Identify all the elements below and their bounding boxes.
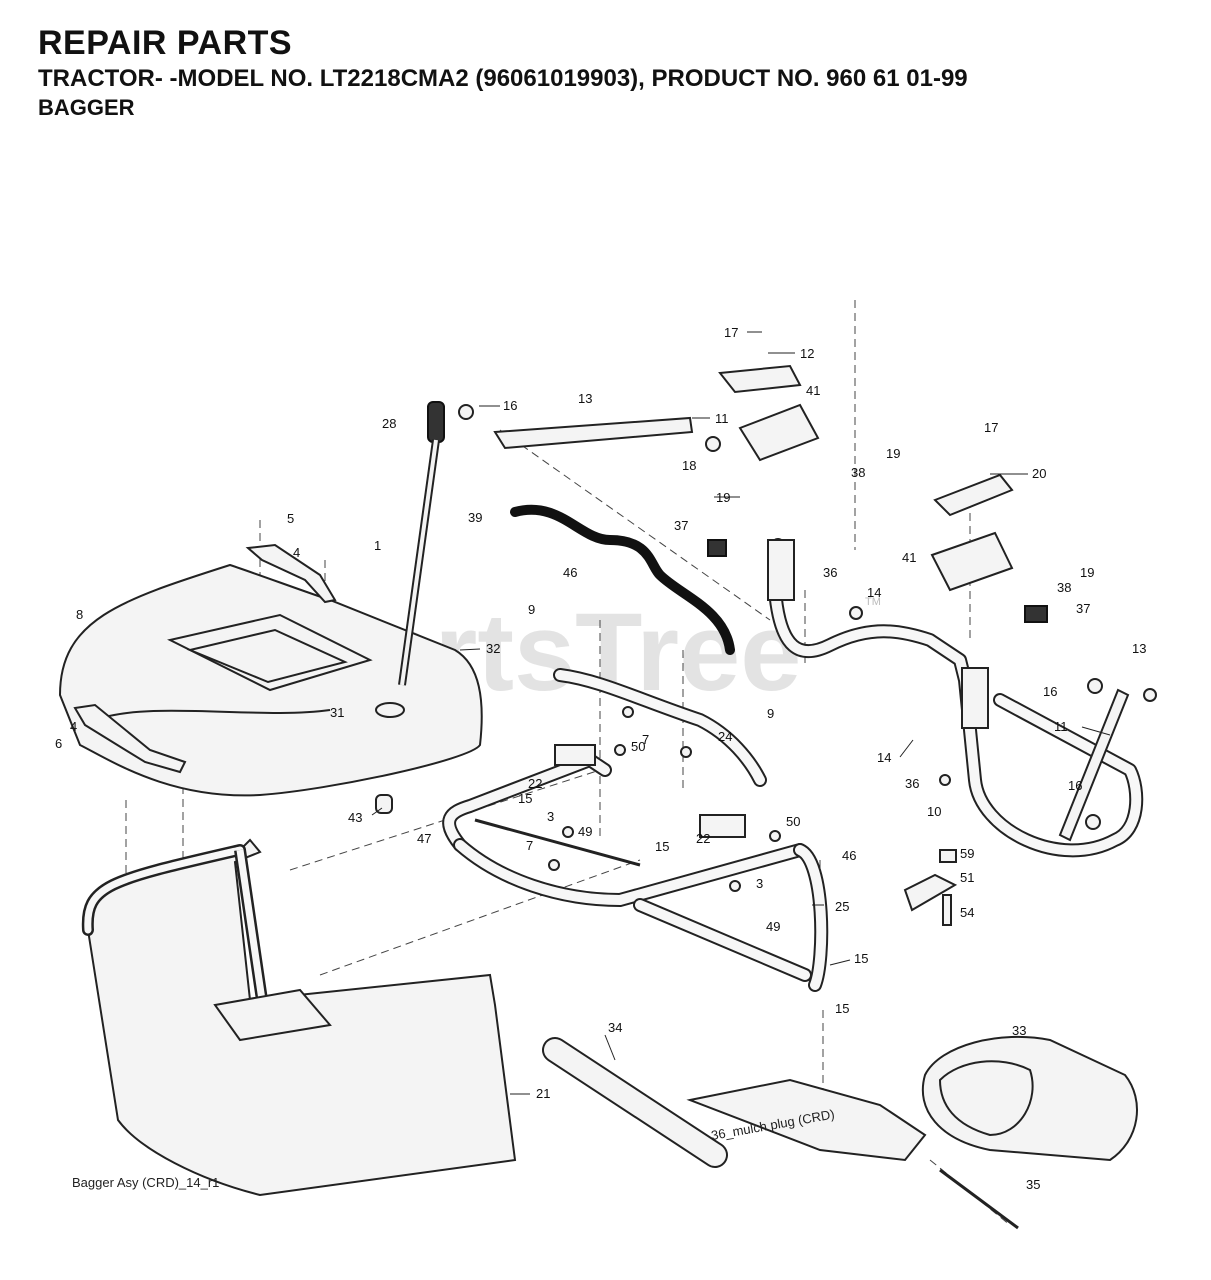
callout-label: 15 (854, 951, 868, 966)
callout-label: 15 (655, 839, 669, 854)
part-22-bracket (554, 744, 596, 766)
callout-label: 51 (960, 870, 974, 885)
part-37-bumper-a (707, 539, 727, 557)
callout-label: 19 (716, 490, 730, 505)
callout-label: 1 (374, 538, 381, 553)
callout-label: 12 (800, 346, 814, 361)
part-37-bumper-b (1024, 605, 1048, 623)
part-33-chute (921, 1035, 1138, 1162)
callout-label: 15 (518, 791, 532, 806)
callout-label: 33 (1012, 1023, 1026, 1038)
section-label: BAGGER (38, 95, 135, 120)
part-1-bag-lid (58, 563, 483, 797)
callout-label: 9 (767, 706, 774, 721)
callout-label: 18 (682, 458, 696, 473)
callout-label: 32 (486, 641, 500, 656)
callout-label: 36 (823, 565, 837, 580)
callout-label: 22 (696, 831, 710, 846)
callout-label: 13 (1132, 641, 1146, 656)
callout-label: 46 (842, 848, 856, 863)
part-39-bent-rod (510, 504, 735, 655)
callout-label: 10 (927, 804, 941, 819)
callout-label: 9 (528, 602, 535, 617)
callout-label: 5 (287, 511, 294, 526)
callout-label: 46 (563, 565, 577, 580)
part-11-brackets (493, 416, 1130, 842)
callout-label: 47 (417, 831, 431, 846)
callout-label: 7 (526, 838, 533, 853)
part-20-clip (933, 473, 1014, 517)
watermark-tm: TM (865, 596, 881, 608)
callout-label: 43 (348, 810, 362, 825)
part-51-lever (903, 849, 958, 926)
callout-label: 35 (1026, 1177, 1040, 1192)
part-4-handles (73, 543, 337, 774)
callout-label: 36 (905, 776, 919, 791)
callout-label: 38 (1057, 580, 1071, 595)
callout-label: 37 (1076, 601, 1090, 616)
part-34-tube (542, 1037, 728, 1168)
callout-label: 54 (960, 905, 974, 920)
part-36-mulch-plug (686, 1078, 927, 1162)
callout-label: 14 (867, 585, 881, 600)
leader-lines (371, 331, 1111, 1095)
callout-label: 21 (536, 1086, 550, 1101)
callout-label: 4 (293, 545, 300, 560)
page-header: REPAIR PARTS TRACTOR- -MODEL NO. LT2218C… (38, 24, 968, 122)
callout-label: 39 (468, 510, 482, 525)
callout-label: 59 (960, 846, 974, 861)
callout-label: 13 (578, 391, 592, 406)
callout-label: 17 (984, 420, 998, 435)
part-28-rod (375, 401, 445, 718)
callout-label: 17 (724, 325, 738, 340)
callout-label: 38 (851, 465, 865, 480)
part-12-plate (718, 364, 802, 394)
callout-label: 15 (835, 1001, 849, 1016)
callout-label: 6 (55, 736, 62, 751)
callout-label: 14 (877, 750, 891, 765)
page-title: REPAIR PARTS (38, 24, 293, 62)
callout-label: 41 (902, 550, 916, 565)
callout-label: 25 (835, 899, 849, 914)
hardware (458, 404, 1157, 892)
part-21-bag (81, 838, 517, 1197)
part-22-bracket-b (699, 814, 746, 838)
callout-label: 11 (715, 411, 729, 426)
callouts: 17 12 41 16 13 11 18 28 19 38 17 20 19 3… (55, 325, 1146, 1192)
part-43-knob (375, 794, 393, 814)
callout-label: 31 (330, 705, 344, 720)
callout-label: 7 (642, 732, 649, 747)
callout-label: 50 (631, 739, 645, 754)
callout-label: 8 (76, 607, 83, 622)
callout-label: 49 (766, 919, 780, 934)
footer-caption: Bagger Asy (CRD)_14_r1 (72, 1175, 219, 1190)
callout-label: 11 (1054, 719, 1068, 734)
callout-label: 16 (1043, 684, 1057, 699)
callout-label: 49 (578, 824, 592, 839)
callout-label: 3 (547, 809, 554, 824)
callout-label: 28 (382, 416, 396, 431)
part-47-frame (442, 753, 829, 992)
callout-label: 3 (756, 876, 763, 891)
callout-label: 24 (718, 729, 732, 744)
callout-label: 16 (503, 398, 517, 413)
callout-label: 50 (786, 814, 800, 829)
callout-label: 22 (528, 776, 542, 791)
model-subtitle: TRACTOR- -MODEL NO. LT2218CMA2 (96061019… (38, 65, 968, 92)
callout-label: 4 (70, 719, 77, 734)
callout-label: 19 (886, 446, 900, 461)
part-10-support-tube (767, 538, 1144, 858)
part-35-rod (939, 1168, 1019, 1230)
part-41-mounts (738, 403, 1014, 592)
callout-label: 19 (1080, 565, 1094, 580)
callout-label: 34 (608, 1020, 622, 1035)
callout-label: 41 (806, 383, 820, 398)
callout-label: 20 (1032, 466, 1046, 481)
part-24-rail (553, 668, 767, 787)
callout-label: 16 (1068, 778, 1082, 793)
callout-label: 37 (674, 518, 688, 533)
